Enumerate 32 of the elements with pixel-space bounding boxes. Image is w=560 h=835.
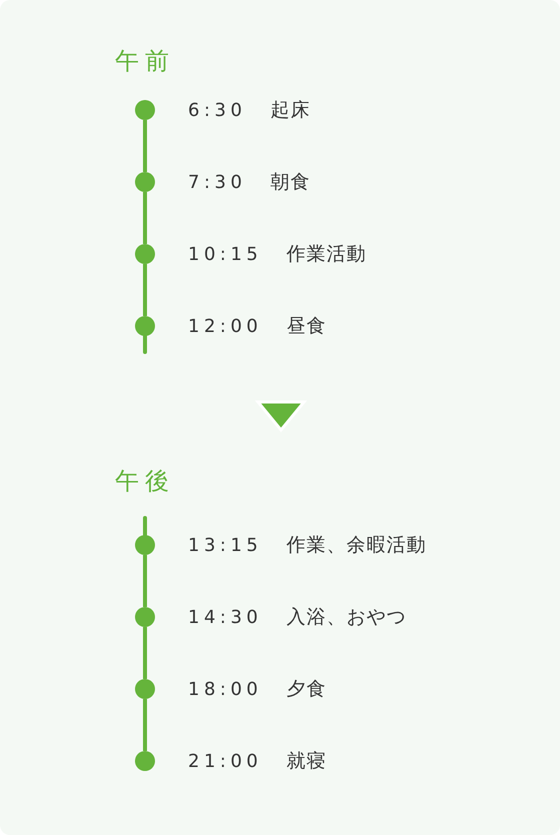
timeline-dot	[135, 316, 155, 336]
timeline-dot	[135, 172, 155, 192]
timeline-line	[143, 555, 147, 607]
timeline-line	[143, 264, 147, 316]
time-label: 18:00	[188, 678, 262, 700]
activity-label: 入浴、おやつ	[286, 605, 406, 630]
timeline-dot	[135, 100, 155, 120]
timeline-dot	[135, 607, 155, 627]
time-label: 7:30	[188, 172, 246, 192]
timeline-dot	[135, 244, 155, 264]
activity-label: 朝食	[270, 170, 310, 195]
activity-label: 就寝	[286, 749, 326, 774]
timeline-line	[143, 627, 147, 679]
time-label: 12:00	[188, 316, 262, 336]
time-label: 6:30	[188, 100, 246, 120]
timeline-dot	[135, 535, 155, 555]
time-label: 13:15	[188, 534, 262, 556]
section-heading: 午後	[115, 466, 175, 496]
section-heading: 午前	[115, 46, 175, 76]
activity-label: 作業活動	[286, 242, 366, 267]
activity-label: 起床	[270, 98, 310, 123]
timeline-dot	[135, 679, 155, 699]
time-label: 21:00	[188, 750, 262, 772]
activity-label: 作業、余暇活動	[286, 533, 426, 558]
activity-label: 昼食	[286, 314, 326, 339]
time-label: 10:15	[188, 244, 262, 264]
timeline-line	[143, 192, 147, 244]
timeline-dot	[135, 751, 155, 771]
timeline-line	[143, 699, 147, 751]
activity-label: 夕食	[286, 677, 326, 702]
timeline-line	[143, 120, 147, 172]
time-label: 14:30	[188, 606, 262, 628]
